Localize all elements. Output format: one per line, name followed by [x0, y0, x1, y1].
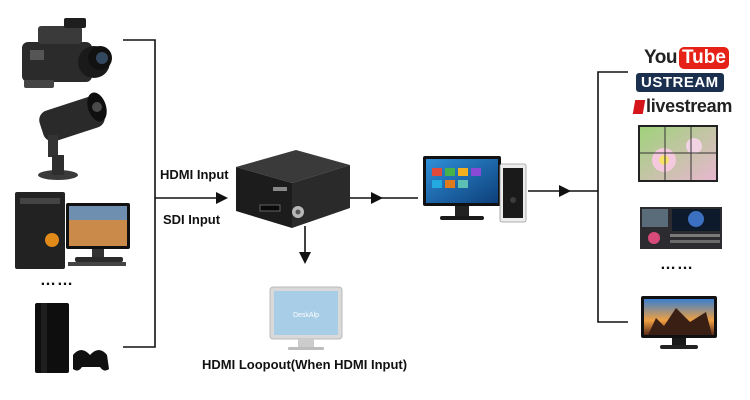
arrow-to-monitor	[299, 252, 311, 264]
ustream-logo: USTREAM	[636, 73, 724, 92]
loopout-monitor-icon	[269, 286, 343, 350]
arrow-to-capture	[216, 192, 228, 204]
livestream-logo: livestream	[632, 96, 733, 117]
livestream-logo-text: livestream	[646, 96, 733, 116]
video-wall-icon	[638, 125, 718, 182]
monitor-screen-text: DeskAlp	[293, 312, 319, 319]
source-bracket	[123, 39, 156, 348]
youtube-logo-badge: Tube	[678, 47, 729, 69]
output-bracket	[597, 71, 628, 323]
editing-software-icon	[640, 207, 722, 249]
arrow-to-pc	[371, 192, 383, 204]
more-sources-ellipsis: ……	[40, 272, 74, 289]
camcorder-icon	[22, 18, 112, 88]
desktop-pc-icon	[15, 192, 130, 269]
hdmi-input-label: HDMI Input	[160, 167, 229, 182]
sdi-input-label: SDI Input	[163, 212, 221, 227]
livestream-mark-icon	[632, 99, 646, 114]
television-icon	[641, 296, 717, 349]
streaming-pc-icon	[423, 156, 527, 223]
more-outputs-ellipsis: ……	[660, 256, 694, 273]
game-console-icon	[35, 303, 109, 373]
arrow-to-outputs	[559, 185, 571, 197]
hdmi-loopout-label: HDMI Loopout(When HDMI Input)	[202, 357, 408, 372]
youtube-logo-text: You	[644, 47, 677, 68]
youtube-logo: You Tube	[644, 46, 729, 70]
connector-lines	[123, 39, 628, 348]
capture-box-icon	[236, 150, 350, 228]
arrowheads	[216, 185, 571, 264]
security-camera-icon	[38, 92, 107, 180]
